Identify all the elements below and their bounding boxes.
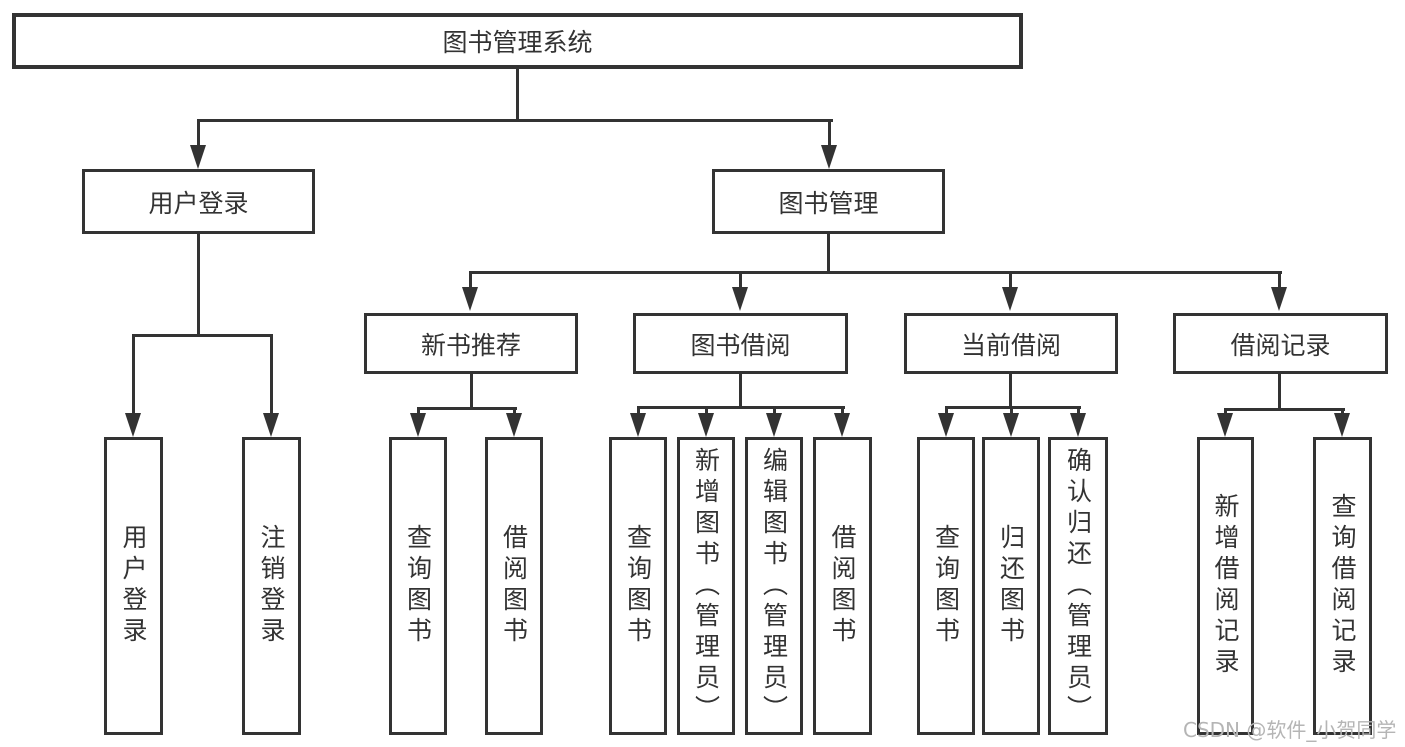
arrowhead-down-icon xyxy=(732,287,748,311)
node-rec-borrow-books-label: 借阅图书 xyxy=(499,524,529,648)
arrowhead-down-icon xyxy=(1002,287,1018,311)
connector-line xyxy=(132,334,135,417)
node-logout-label: 注销登录 xyxy=(257,524,286,648)
node-br-query-record-label: 查询借阅记录 xyxy=(1328,493,1357,679)
node-login-label: 用户登录 xyxy=(119,524,148,648)
arrowhead-down-icon xyxy=(630,413,646,437)
node-br-add-record: 新增借阅记录 xyxy=(1197,437,1254,735)
connector-line xyxy=(197,233,200,337)
node-br-add-record-label: 新增借阅记录 xyxy=(1211,493,1240,679)
watermark: CSDN @软件_小贺同学 xyxy=(1183,718,1397,742)
connector-line xyxy=(1077,406,1080,417)
node-bb-add-books-admin-label: 新增图书（管理员） xyxy=(691,446,721,726)
connector-line xyxy=(516,68,519,121)
arrowhead-down-icon xyxy=(821,145,837,169)
node-new-book-recommend: 新书推荐 xyxy=(364,313,578,374)
arrowhead-down-icon xyxy=(263,413,279,437)
node-book-borrow: 图书借阅 xyxy=(633,313,848,374)
connector-line xyxy=(197,119,833,122)
connector-line xyxy=(828,119,831,149)
connector-line xyxy=(739,373,742,409)
connector-line xyxy=(1010,406,1013,417)
connector-line xyxy=(773,406,776,417)
arrowhead-down-icon xyxy=(1271,287,1287,311)
arrowhead-down-icon xyxy=(1334,413,1350,437)
arrowhead-down-icon xyxy=(410,413,426,437)
node-rec-query-books: 查询图书 xyxy=(389,437,447,735)
connector-line xyxy=(470,373,473,410)
connector-line xyxy=(739,271,742,291)
connector-line xyxy=(1224,408,1345,411)
arrowhead-down-icon xyxy=(190,145,206,169)
arrowhead-down-icon xyxy=(938,413,954,437)
connector-line xyxy=(132,334,273,337)
connector-line xyxy=(1341,408,1344,417)
node-bb-borrow-books: 借阅图书 xyxy=(813,437,872,735)
node-cb-query-books-label: 查询图书 xyxy=(931,524,961,648)
connector-line xyxy=(469,271,472,291)
node-library-system: 图书管理系统 xyxy=(12,13,1023,69)
connector-line xyxy=(513,407,516,417)
node-bb-borrow-books-label: 借阅图书 xyxy=(828,524,857,648)
node-user-login: 用户登录 xyxy=(82,169,315,234)
node-cb-return-books-label: 归还图书 xyxy=(996,524,1026,648)
node-bb-edit-books-admin-label: 编辑图书（管理员） xyxy=(759,446,789,726)
connector-line xyxy=(469,271,1282,274)
connector-line xyxy=(1278,271,1281,291)
arrowhead-down-icon xyxy=(834,413,850,437)
node-borrow-records: 借阅记录 xyxy=(1173,313,1388,374)
connector-line xyxy=(1009,271,1012,291)
node-cb-return-books: 归还图书 xyxy=(982,437,1040,735)
connector-line xyxy=(197,119,200,149)
arrowhead-down-icon xyxy=(1003,413,1019,437)
node-cb-query-books: 查询图书 xyxy=(917,437,975,735)
node-book-management: 图书管理 xyxy=(712,169,945,234)
node-rec-borrow-books: 借阅图书 xyxy=(485,437,543,735)
connector-line xyxy=(827,233,830,274)
connector-line xyxy=(1009,373,1012,409)
arrowhead-down-icon xyxy=(506,413,522,437)
node-bb-edit-books-admin: 编辑图书（管理员） xyxy=(745,437,803,735)
node-bb-add-books-admin: 新增图书（管理员） xyxy=(677,437,735,735)
arrowhead-down-icon xyxy=(462,287,478,311)
connector-line xyxy=(637,406,640,417)
arrowhead-down-icon xyxy=(766,413,782,437)
connector-line xyxy=(945,406,1081,409)
connector-line xyxy=(945,406,948,417)
connector-line xyxy=(270,334,273,417)
node-current-borrow: 当前借阅 xyxy=(904,313,1118,374)
arrowhead-down-icon xyxy=(1217,413,1233,437)
node-cb-confirm-return-admin-label: 确认归还（管理员） xyxy=(1063,446,1093,726)
node-bb-query-books-label: 查询图书 xyxy=(623,524,653,648)
connector-line xyxy=(417,407,420,417)
connector-line xyxy=(1278,373,1281,411)
node-rec-query-books-label: 查询图书 xyxy=(403,524,433,648)
arrowhead-down-icon xyxy=(698,413,714,437)
node-br-query-record: 查询借阅记录 xyxy=(1313,437,1372,735)
connector-line xyxy=(705,406,708,417)
connector-line xyxy=(1224,408,1227,417)
node-login: 用户登录 xyxy=(104,437,163,735)
node-logout: 注销登录 xyxy=(242,437,301,735)
arrowhead-down-icon xyxy=(1070,413,1086,437)
arrowhead-down-icon xyxy=(125,413,141,437)
connector-line xyxy=(417,407,517,410)
node-cb-confirm-return-admin: 确认归还（管理员） xyxy=(1048,437,1108,735)
node-bb-query-books: 查询图书 xyxy=(609,437,667,735)
connector-line xyxy=(841,406,844,417)
connector-line xyxy=(637,406,845,409)
